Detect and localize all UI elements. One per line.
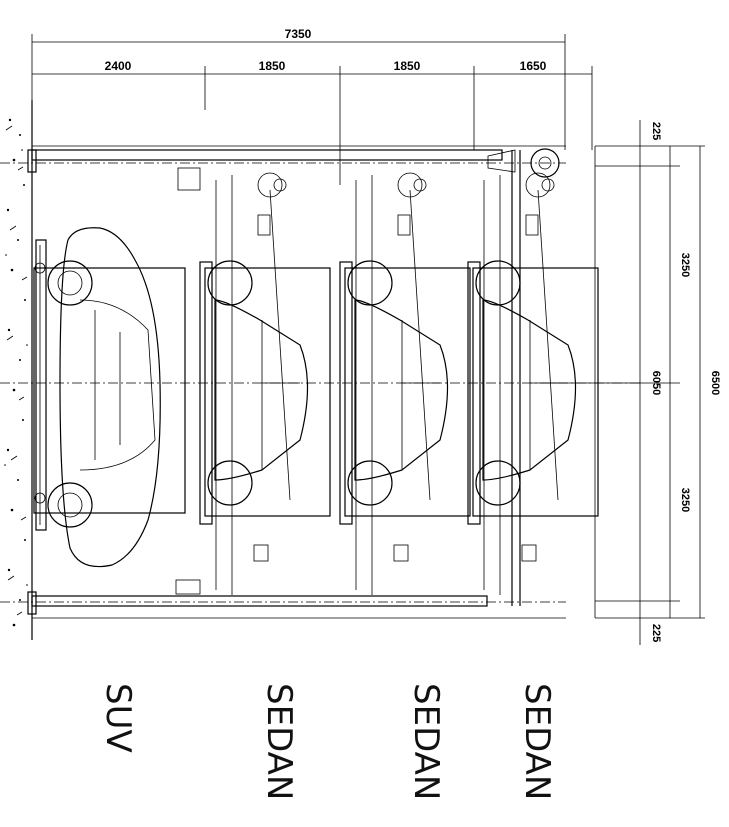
vehicle-labels: SUV SEDAN SEDAN SEDAN — [98, 683, 557, 800]
rails — [0, 145, 640, 619]
concrete-wall — [4, 100, 33, 640]
dim-segment-1: 2400 — [105, 59, 132, 73]
suv-bay — [33, 167, 201, 595]
label-sedan-2: SEDAN — [406, 683, 446, 800]
sedan-bay-2 — [339, 172, 471, 595]
label-suv: SUV — [98, 683, 138, 753]
dim-half-bottom: 3250 — [679, 488, 691, 512]
label-sedan-1: SEDAN — [259, 683, 299, 800]
right-dimensions: 225 225 3250 3250 6050 6500 — [540, 120, 721, 645]
dim-segment-4: 1650 — [520, 59, 547, 73]
sedan-bay-3 — [467, 172, 599, 595]
sedan-bay-1 — [199, 172, 331, 595]
dim-total-depth: 6500 — [709, 371, 721, 395]
dim-segment-3: 1850 — [394, 59, 421, 73]
dim-inner-depth: 6050 — [650, 371, 662, 395]
dim-total-width: 7350 — [285, 27, 312, 41]
dim-half-top: 3250 — [679, 253, 691, 277]
dim-offset-top: 225 — [650, 122, 662, 140]
drive-unit — [487, 148, 560, 606]
top-dimensions: 7350 2400 1850 1850 1650 — [31, 27, 593, 185]
label-sedan-3: SEDAN — [517, 683, 557, 800]
dim-segment-2: 1850 — [259, 59, 286, 73]
dim-offset-bottom: 225 — [650, 624, 662, 642]
